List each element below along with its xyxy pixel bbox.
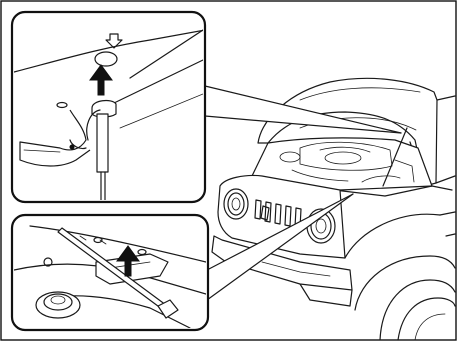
hood-stay-rod-detail	[97, 114, 108, 172]
inset-bottom-hood-stay-clip	[12, 215, 208, 330]
stay-hole	[95, 52, 117, 66]
reservoir-cap	[36, 292, 80, 318]
inset-top-hood-stay-holder	[12, 12, 205, 202]
left-headlight	[224, 189, 248, 219]
